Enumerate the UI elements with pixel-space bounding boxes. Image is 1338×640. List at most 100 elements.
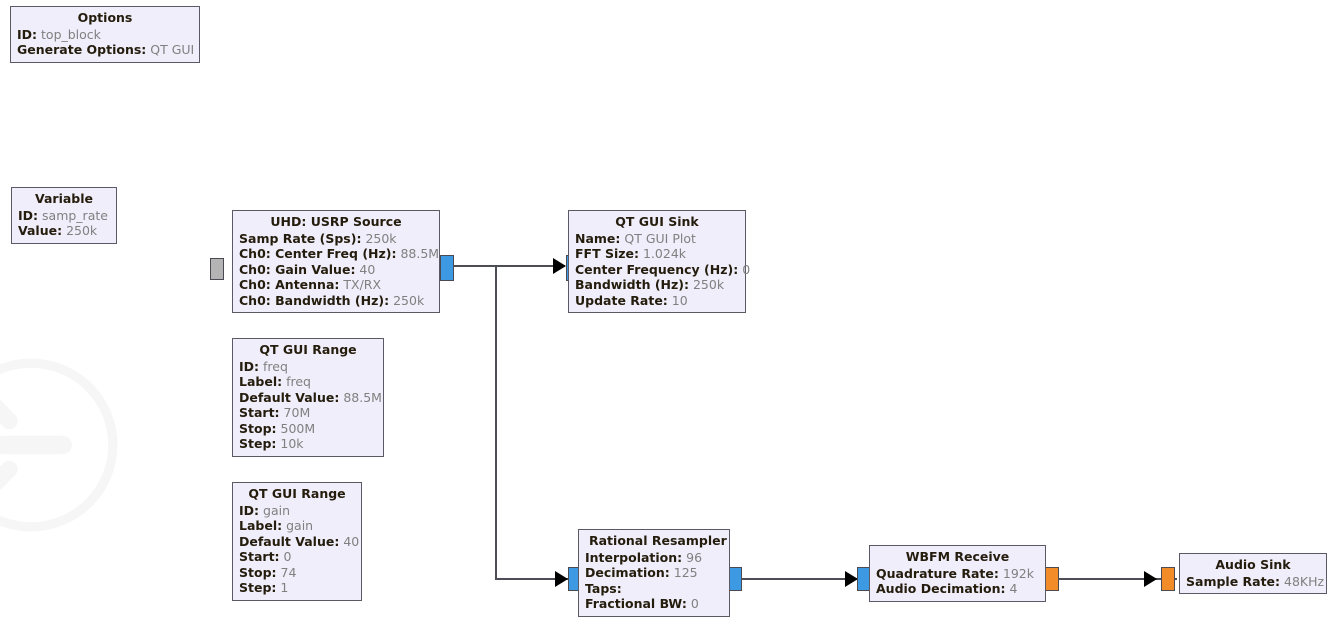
- block-range-gain-row-default-value: Default Value: 40: [239, 534, 359, 550]
- block-range-gain-row-stop-key: Stop:: [239, 564, 277, 580]
- block-qt-gui-range-freq[interactable]: QT GUI Range ID: freq Label: freq Defaul…: [232, 338, 384, 457]
- block-usrp-row-bandwidth-val: 250k: [393, 292, 425, 308]
- block-qt-gui-range-gain[interactable]: QT GUI Range ID: gain Label: gain Defaul…: [232, 482, 362, 601]
- block-range-freq-row-start-key: Start:: [239, 405, 280, 420]
- block-range-freq-row-start: Start: 70M: [239, 405, 377, 421]
- block-usrp-row-gain: Ch0: Gain Value: 40: [239, 262, 433, 278]
- block-qtguisink-row-center-frequency-val: 0: [742, 261, 751, 277]
- wire-wbfm-to-audiosink: [1052, 578, 1177, 580]
- block-wbfm-row-quadrature-rate-val: 192k: [1002, 565, 1034, 581]
- wire-resampler-to-wbfm: [742, 578, 867, 580]
- block-range-freq-row-step: Step: 10k: [239, 436, 377, 452]
- block-resampler-row-fractional-bw-key: Fractional BW:: [585, 596, 687, 611]
- block-usrp-title: UHD: USRP Source: [270, 214, 402, 229]
- block-resampler-row-fractional-bw-val: 0: [690, 596, 699, 611]
- block-qtguisink-row-bandwidth-key: Bandwidth (Hz):: [575, 277, 689, 292]
- usrp-source-message-input-port[interactable]: [210, 258, 224, 280]
- block-variable-row-id: ID: samp_rate: [18, 208, 110, 224]
- block-usrp-row-samp-rate-val: 250k: [365, 230, 397, 246]
- block-audiosink-row-sample-rate-val: 48KHz: [1284, 573, 1325, 589]
- block-resampler-title: Rational Resampler: [589, 533, 727, 548]
- block-audiosink-title: Audio Sink: [1215, 557, 1291, 572]
- block-resampler-row-interpolation-key: Interpolation:: [585, 549, 683, 565]
- resampler-output-port[interactable]: [728, 567, 742, 591]
- block-range-freq-row-id: ID: freq: [239, 359, 377, 375]
- block-rational-resampler[interactable]: Rational Resampler Interpolation: 96 Dec…: [578, 529, 730, 617]
- block-qtguisink-row-fft-size-key: FFT Size:: [575, 246, 639, 261]
- block-range-freq-row-step-val: 10k: [280, 436, 304, 451]
- block-qtguisink-row-update-rate-key: Update Rate:: [575, 292, 668, 308]
- block-usrp-row-samp-rate-key: Samp Rate (Sps):: [239, 230, 362, 246]
- block-range-gain-row-start-val: 0: [283, 549, 292, 564]
- block-options[interactable]: Options ID: top_block Generate Options: …: [10, 6, 200, 63]
- block-range-gain-row-start-key: Start:: [239, 549, 280, 564]
- block-options-row-id: ID: top_block: [17, 27, 193, 43]
- block-range-freq-row-label-val: freq: [286, 374, 311, 389]
- block-range-freq-row-id-val: freq: [263, 358, 288, 374]
- block-audiosink-row-sample-rate-key: Sample Rate:: [1186, 573, 1281, 589]
- block-variable-row-id-key: ID:: [18, 207, 39, 223]
- block-qtguisink-row-bandwidth-val: 250k: [692, 277, 725, 292]
- block-options-row-generate-val: QT GUI: [150, 42, 195, 57]
- block-range-gain-row-step: Step: 1: [239, 580, 355, 596]
- block-usrp-row-center-freq-key: Ch0: Center Freq (Hz):: [239, 246, 397, 261]
- block-resampler-row-taps-key: Taps:: [585, 580, 622, 596]
- block-range-freq-row-id-key: ID:: [239, 358, 260, 374]
- block-range-gain-row-label-val: gain: [286, 518, 314, 533]
- block-wbfm-row-audio-decimation-val: 4: [1009, 581, 1018, 596]
- block-resampler-row-taps: Taps:: [585, 581, 723, 597]
- block-options-row-generate: Generate Options: QT GUI: [17, 42, 195, 58]
- block-variable-row-value-key: Value:: [18, 223, 63, 238]
- block-range-gain-row-step-key: Step:: [239, 580, 277, 595]
- arrow-into-wbfm: [845, 571, 858, 587]
- block-range-freq-row-stop-val: 500M: [280, 420, 316, 436]
- block-range-freq-row-stop-key: Stop:: [239, 420, 277, 436]
- block-usrp-row-gain-val: 40: [359, 261, 376, 277]
- block-qtguisink-row-update-rate-val: 10: [671, 292, 688, 308]
- block-range-gain-row-default-value-val: 40: [343, 533, 360, 549]
- block-range-gain-row-start: Start: 0: [239, 549, 355, 565]
- block-usrp-row-antenna: Ch0: Antenna: TX/RX: [239, 277, 433, 293]
- arrow-into-resampler: [555, 571, 568, 587]
- block-wbfm-receive[interactable]: WBFM Receive Quadrature Rate: 192k Audio…: [869, 545, 1046, 602]
- block-variable-row-id-val: samp_rate: [42, 207, 108, 223]
- audiosink-input-port[interactable]: [1161, 567, 1175, 591]
- block-wbfm-row-audio-decimation-key: Audio Decimation:: [876, 581, 1006, 596]
- block-range-freq-title: QT GUI Range: [259, 342, 357, 357]
- block-qtguisink-row-name: Name: QT GUI Plot: [575, 231, 739, 247]
- block-usrp-row-gain-key: Ch0: Gain Value:: [239, 261, 356, 277]
- block-qtguisink-row-center-frequency: Center Frequency (Hz): 0: [575, 262, 750, 278]
- block-audiosink-row-sample-rate: Sample Rate: 48KHz: [1186, 573, 1324, 590]
- block-qtguisink-title: QT GUI Sink: [615, 214, 699, 229]
- block-qtguisink-row-bandwidth: Bandwidth (Hz): 250k: [575, 277, 739, 293]
- block-range-gain-title: QT GUI Range: [248, 486, 346, 501]
- block-range-freq-row-start-val: 70M: [283, 405, 311, 420]
- block-resampler-row-decimation-val: 125: [673, 565, 698, 580]
- block-options-row-generate-key: Generate Options:: [17, 42, 147, 57]
- block-variable-row-value-val: 250k: [66, 223, 98, 238]
- block-usrp-row-samp-rate: Samp Rate (Sps): 250k: [239, 231, 433, 247]
- block-range-freq-row-default-value: Default Value: 88.5M: [239, 390, 382, 406]
- wbfm-output-port[interactable]: [1045, 567, 1059, 591]
- block-usrp-row-center-freq-val: 88.5M: [400, 246, 440, 261]
- block-range-gain-row-step-val: 1: [280, 580, 289, 595]
- block-range-gain-row-label-key: Label:: [239, 518, 283, 533]
- block-qtguisink-row-fft-size-val: 1.024k: [642, 246, 687, 261]
- block-audio-sink[interactable]: Audio Sink Sample Rate: 48KHz: [1179, 553, 1327, 594]
- block-resampler-row-interpolation: Interpolation: 96: [585, 550, 723, 566]
- block-uhd-usrp-source[interactable]: UHD: USRP Source Samp Rate (Sps): 250k C…: [232, 210, 440, 313]
- block-qt-gui-sink[interactable]: QT GUI Sink Name: QT GUI Plot FFT Size: …: [568, 210, 750, 313]
- block-resampler-row-decimation-key: Decimation:: [585, 565, 670, 580]
- block-range-gain-row-id: ID: gain: [239, 503, 355, 519]
- wire-branch-to-resampler: [495, 578, 568, 580]
- block-wbfm-row-quadrature-rate: Quadrature Rate: 192k: [876, 566, 1039, 582]
- block-range-freq-row-default-value-val: 88.5M: [343, 389, 382, 405]
- block-variable-title: Variable: [34, 191, 94, 206]
- block-range-freq-row-step-key: Step:: [239, 436, 277, 451]
- block-variable-samp-rate[interactable]: Variable ID: samp_rate Value: 250k: [11, 187, 117, 244]
- block-wbfm-row-audio-decimation: Audio Decimation: 4: [876, 581, 1039, 597]
- block-usrp-row-antenna-key: Ch0: Antenna:: [239, 277, 340, 292]
- block-resampler-row-interpolation-val: 96: [686, 549, 703, 565]
- usrp-source-output-port[interactable]: [440, 255, 454, 281]
